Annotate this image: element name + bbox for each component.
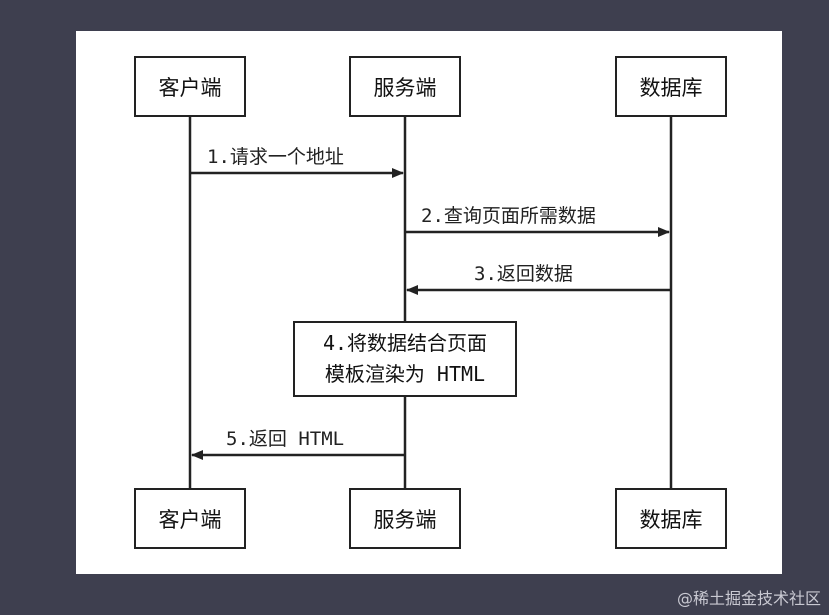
sequence-lines xyxy=(188,117,673,489)
participant-database-top: 数据库 xyxy=(615,56,727,117)
message-1-label: 1.请求一个地址 xyxy=(207,146,344,168)
participant-label: 数据库 xyxy=(639,507,703,532)
message-5-label: 5.返回 HTML xyxy=(226,428,345,450)
note-line-1: 4.将数据结合页面 xyxy=(322,331,488,355)
participant-client-top: 客户端 xyxy=(134,56,246,117)
participant-label: 客户端 xyxy=(158,507,222,532)
message-2-label: 2.查询页面所需数据 xyxy=(421,205,596,227)
message-3-label: 3.返回数据 xyxy=(474,263,573,285)
participant-label: 客户端 xyxy=(158,75,222,100)
note-line-2: 模板渲染为 HTML xyxy=(324,362,486,386)
participant-database-bottom: 数据库 xyxy=(615,488,727,549)
participant-client-bottom: 客户端 xyxy=(134,488,246,549)
server-process-note: 4.将数据结合页面 模板渲染为 HTML xyxy=(293,321,517,397)
participant-label: 服务端 xyxy=(373,507,437,532)
participant-label: 数据库 xyxy=(639,75,703,100)
diagram-canvas: 客户端 服务端 数据库 1.请求一个地址 2.查询页面所需数据 3.返回数据 5… xyxy=(76,31,782,574)
participant-server-bottom: 服务端 xyxy=(349,488,461,549)
watermark: @稀土掘金技术社区 xyxy=(676,589,821,608)
participant-label: 服务端 xyxy=(373,75,437,100)
participant-server-top: 服务端 xyxy=(349,56,461,117)
